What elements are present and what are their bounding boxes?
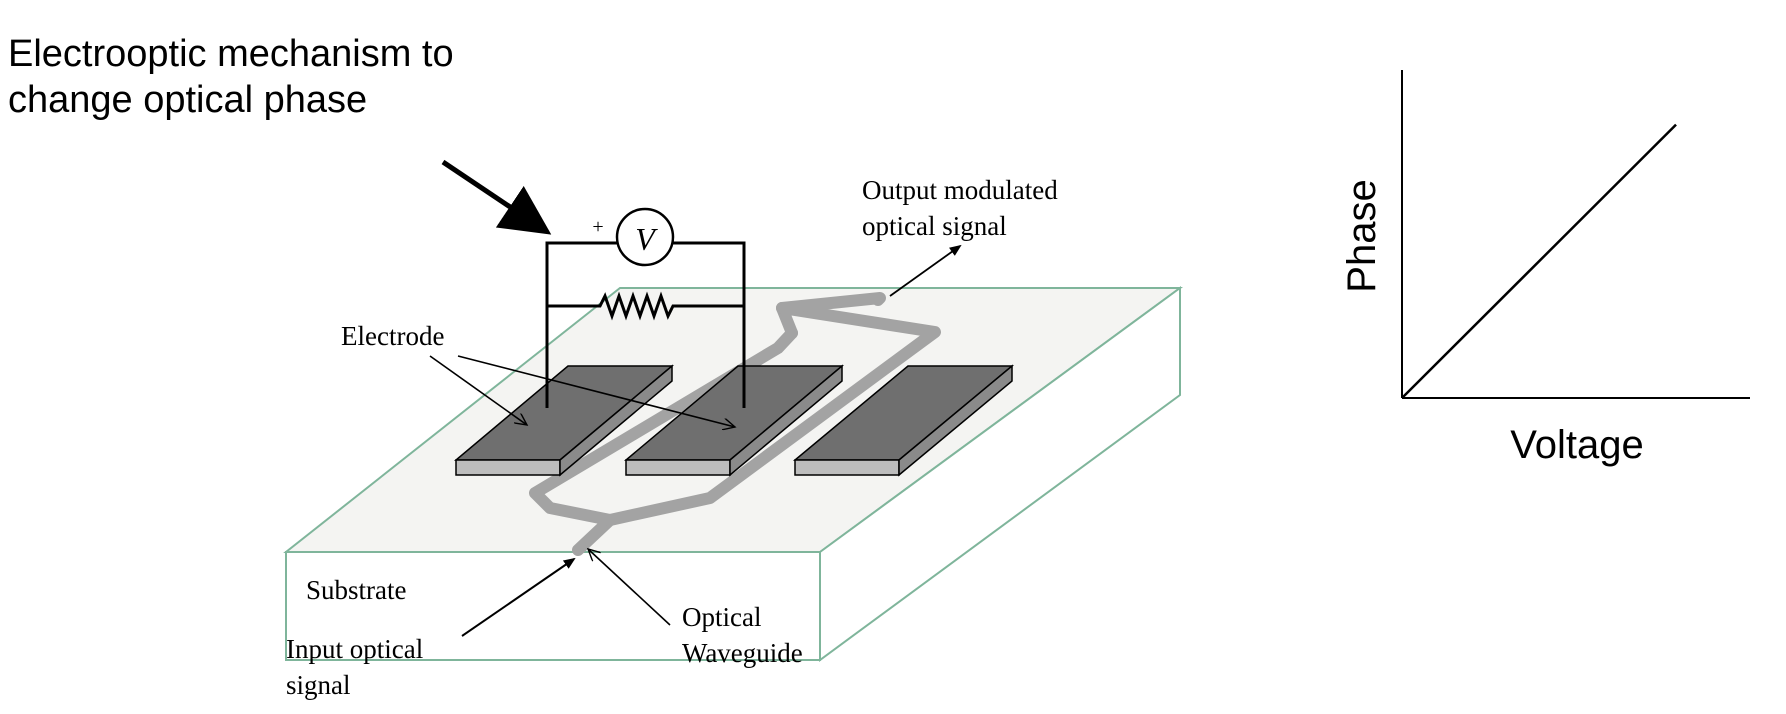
label-waveguide-line-2: Waveguide: [682, 638, 803, 668]
input-arrow: [461, 557, 576, 637]
electrode-2: [623, 364, 845, 477]
phase-series-line: [1401, 123, 1677, 399]
label-output-line-1: Output modulated: [862, 175, 1058, 205]
y-axis-label: Phase: [1340, 179, 1384, 292]
waveguide-arrow: [588, 549, 671, 626]
resistor: [547, 291, 744, 321]
headline: Electrooptic mechanism to change optical…: [8, 33, 454, 121]
headline-line-2: change optical phase: [8, 79, 367, 121]
label-input-line-1: Input optical: [286, 634, 423, 664]
optical-waveguide: [529, 292, 941, 556]
x-axis-label: Voltage: [1510, 423, 1643, 467]
headline-arrow: [441, 159, 552, 235]
phase-voltage-chart: Voltage Phase: [1340, 70, 1750, 467]
label-waveguide-line-1: Optical: [682, 602, 761, 632]
waveguide-lower-arm: [529, 327, 798, 526]
electrode-arrow-1: [429, 355, 527, 425]
label-substrate: Substrate: [306, 575, 407, 605]
label-input-line-2: signal: [286, 670, 351, 700]
electrode-3: [792, 364, 1015, 477]
electrode-1: [453, 364, 675, 477]
electrode-arrow-2: [457, 355, 735, 427]
circuit-left-wire: [545, 241, 617, 408]
bias-circuit: [545, 241, 746, 408]
waveguide-output-stem: [776, 292, 886, 314]
headline-line-1: Electrooptic mechanism to: [8, 33, 454, 75]
substrate-side-face: [819, 286, 1181, 662]
output-arrow: [889, 244, 962, 297]
voltmeter-polarity: +: [592, 216, 603, 238]
waveguide-upper-arm: [604, 302, 941, 526]
circuit-right-wire: [673, 241, 746, 408]
label-electrode: Electrode: [341, 321, 444, 351]
voltmeter-symbol: V: [635, 221, 658, 257]
voltmeter: V +: [592, 207, 675, 267]
label-output-line-2: optical signal: [862, 211, 1007, 241]
